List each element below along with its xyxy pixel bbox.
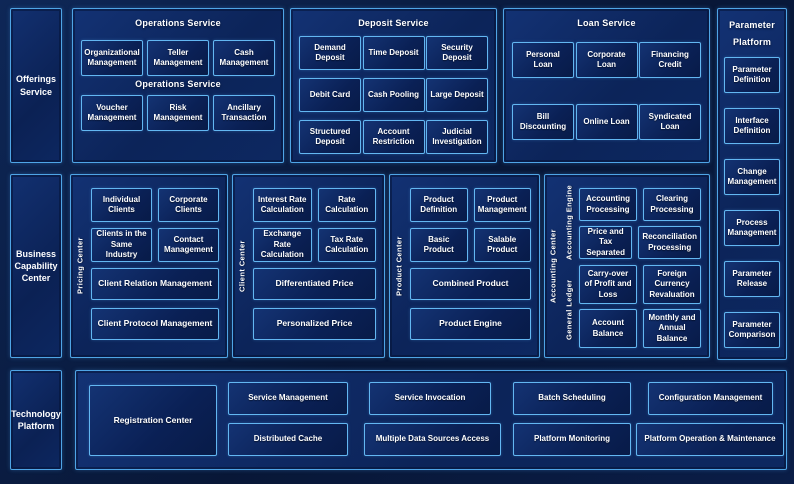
capability-box-differentiated-price: Differentiated Price (253, 268, 376, 300)
service-box-personal-loan: Personal Loan (512, 42, 574, 78)
sidebar-business-capability-center: Business Capability Center (10, 174, 62, 358)
capability-box-contact-management: Contact Management (158, 228, 219, 262)
sidebar-label: Technology Platform (11, 408, 61, 431)
center-label-client: Client Center (237, 240, 247, 292)
capability-box-tax-rate-calculation: Tax Rate Calculation (317, 228, 376, 262)
section-title: Loan Service (577, 18, 636, 28)
capability-box-combined-product: Combined Product (410, 268, 531, 300)
tech-box-service-invocation: Service Invocation (369, 382, 491, 415)
capability-box-interest-rate-calculation: Interest Rate Calculation (253, 188, 312, 222)
subgroup-label-accounting-engine: Accounting Engine (564, 184, 574, 261)
capability-box-corporate-clients: Corporate Clients (158, 188, 219, 222)
capability-box-personalized-price: Personalized Price (253, 308, 376, 340)
capability-box-client-protocol-management: Client Protocol Management (91, 308, 219, 340)
service-box-online-loan: Online Loan (575, 104, 638, 140)
capability-box-product-engine: Product Engine (410, 308, 531, 340)
capability-box-clearing-processing: Clearing Processing (643, 188, 701, 221)
deposit-service-section: Deposit Service Demand Deposit Time Depo… (290, 8, 497, 163)
sidebar-technology-platform: Technology Platform (10, 370, 62, 470)
sidebar-offerings-service: Offerings Service (10, 8, 62, 163)
tech-box-configuration-management: Configuration Management (648, 382, 773, 415)
operations-service-section: Operations Service Organizational Manage… (72, 8, 284, 163)
section-title: Parameter Platform (729, 20, 775, 48)
service-box-process-management: Process Management (724, 210, 780, 247)
loan-service-section: Loan Service Personal Loan Corporate Loa… (503, 8, 710, 163)
service-box-demand-deposit: Demand Deposit (299, 36, 361, 70)
capability-box-reconciliation-processing: Reconciliation Processing (638, 226, 701, 259)
capability-box-product-management: Product Management (473, 188, 531, 222)
service-box-cash-pooling: Cash Pooling (362, 78, 425, 112)
service-box-teller-management: Teller Management (147, 40, 209, 76)
service-box-syndicated-loan: Syndicated Loan (639, 104, 701, 140)
capability-box-rate-calculation: Rate Calculation (317, 188, 376, 222)
service-box-debit-card: Debit Card (299, 78, 361, 112)
capability-box-foreign-currency-revaluation: Foreign Currency Revaluation (643, 265, 701, 304)
section-title: Operations Service (135, 18, 221, 28)
service-box-interface-definition: Interface Definition (724, 108, 780, 145)
center-label-product: Product Center (394, 236, 404, 296)
service-box-structured-deposit: Structured Deposit (299, 120, 361, 154)
accounting-center-group: Accounting Center Accounting Engine Gene… (544, 174, 710, 358)
service-box-ancillary-transaction: Ancillary Transaction (213, 95, 275, 131)
technology-platform-section: Registration Center Service Management S… (75, 370, 787, 470)
service-box-large-deposit: Large Deposit (426, 78, 488, 112)
capability-box-individual-clients: Individual Clients (91, 188, 152, 222)
center-label-pricing: Pricing Center (75, 237, 85, 295)
tech-box-distributed-cache: Distributed Cache (228, 423, 348, 456)
service-box-time-deposit: Time Deposit (362, 36, 425, 70)
service-box-judicial-investigation: Judicial Investigation (426, 120, 488, 154)
tech-box-service-management: Service Management (228, 382, 348, 415)
pricing-center-group: Pricing Center Individual Clients Corpor… (70, 174, 228, 358)
service-box-bill-discounting: Bill Discounting (512, 104, 574, 140)
section-mid-label: Operations Service (135, 79, 221, 89)
service-box-organizational-management: Organizational Management (81, 40, 143, 76)
capability-box-salable-product: Salable Product (473, 228, 531, 262)
capability-box-client-relation-management: Client Relation Management (91, 268, 219, 300)
product-center-group: Product Center Product Definition Produc… (389, 174, 540, 358)
service-box-account-restriction: Account Restriction (362, 120, 425, 154)
subgroup-label-general-ledger: General Ledger (564, 279, 574, 340)
service-box-parameter-comparison: Parameter Comparison (724, 312, 780, 349)
service-box-financing-credit: Financing Credit (639, 42, 701, 78)
sidebar-label: Business Capability Center (14, 248, 58, 284)
client-center-group: Client Center Interest Rate Calculation … (232, 174, 385, 358)
tech-box-platform-monitoring: Platform Monitoring (513, 423, 631, 456)
service-box-corporate-loan: Corporate Loan (575, 42, 638, 78)
tech-box-batch-scheduling: Batch Scheduling (513, 382, 631, 415)
service-box-parameter-release: Parameter Release (724, 261, 780, 298)
sidebar-label: Offerings Service (15, 74, 56, 97)
section-title: Deposit Service (358, 18, 429, 28)
service-box-voucher-management: Voucher Management (81, 95, 143, 131)
service-box-change-management: Change Management (724, 159, 780, 196)
service-box-cash-management: Cash Management (213, 40, 275, 76)
capability-box-product-definition: Product Definition (410, 188, 468, 222)
service-box-parameter-definition: Parameter Definition (724, 57, 780, 94)
tech-box-registration-center: Registration Center (89, 385, 217, 456)
service-box-risk-management: Risk Management (147, 95, 209, 131)
center-label-accounting: Accounting Center (548, 229, 558, 303)
capability-box-accounting-processing: Accounting Processing (579, 188, 637, 221)
capability-box-exchange-rate-calculation: Exchange Rate Calculation (253, 228, 312, 262)
capability-box-price-and-tax-separated: Price and Tax Separated (579, 226, 633, 259)
capability-box-account-balance: Account Balance (579, 309, 637, 348)
parameter-platform-section: Parameter Platform Parameter Definition … (717, 8, 787, 360)
tech-box-platform-operation-maintenance: Platform Operation & Maintenance (636, 423, 784, 456)
capability-box-monthly-annual-balance: Monthly and Annual Balance (643, 309, 701, 348)
capability-box-carry-over-profit-loss: Carry-over of Profit and Loss (579, 265, 637, 304)
capability-box-clients-same-industry: Clients in the Same Industry (91, 228, 152, 262)
capability-box-basic-product: Basic Product (410, 228, 468, 262)
service-box-security-deposit: Security Deposit (426, 36, 488, 70)
tech-box-multiple-data-sources-access: Multiple Data Sources Access (364, 423, 501, 456)
